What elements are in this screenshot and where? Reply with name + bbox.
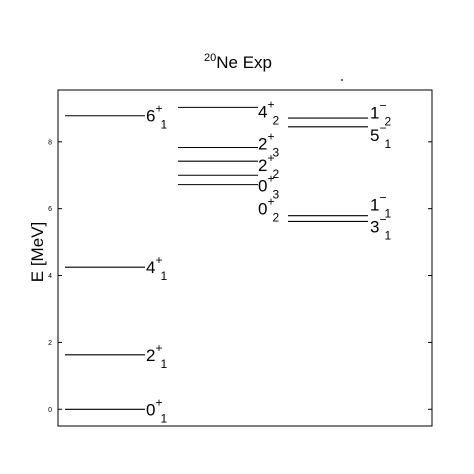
- level-parity: −: [379, 98, 386, 112]
- level-label: 0+3: [258, 171, 279, 201]
- level-label: 1−1: [370, 191, 391, 221]
- level-index: 2: [272, 114, 279, 128]
- level-parity: +: [267, 151, 274, 165]
- y-tick-label: 6: [48, 206, 52, 213]
- level-spin: 0: [258, 200, 267, 219]
- level-index: 1: [384, 137, 391, 151]
- level-label: 0+1: [146, 395, 167, 425]
- level-index: 2: [384, 114, 391, 128]
- level-parity: +: [267, 98, 274, 112]
- plot-frame: [57, 89, 433, 427]
- y-axis-label: E [MeV]: [28, 222, 47, 282]
- level-label: 0+2: [258, 195, 279, 225]
- chart-title: 20Ne Exp: [204, 52, 272, 72]
- level-index: 2: [272, 211, 279, 225]
- level-index: 1: [384, 229, 391, 243]
- level-label: 4+2: [258, 98, 279, 128]
- level-label: 3− 1: [370, 213, 391, 243]
- level-label: 5− 1: [370, 121, 391, 151]
- y-tick-label: 8: [48, 139, 52, 146]
- level-label: 1− 2: [370, 98, 391, 128]
- chart-title-superscript: 20: [204, 52, 216, 64]
- levels: [65, 106, 368, 410]
- level-label: 4+1: [146, 253, 167, 283]
- level-spin: 4: [258, 103, 267, 122]
- level-parity: +: [267, 129, 274, 143]
- level-spin: 5: [370, 126, 379, 145]
- level-labels: 0+12+14+16+14+22+32+20+30+21−25−11−13−1: [146, 98, 391, 426]
- level-parity: −: [379, 191, 386, 205]
- level-label: 6+1: [146, 102, 167, 132]
- level-spin: 0: [258, 176, 267, 195]
- level-index: 1: [160, 118, 167, 132]
- level-index: 1: [384, 207, 391, 221]
- level-parity: +: [155, 102, 162, 116]
- y-tick-label: 4: [48, 273, 52, 280]
- level-label: 2+1: [146, 341, 167, 371]
- level-index: 1: [160, 357, 167, 371]
- level-spin: 2: [258, 156, 267, 175]
- level-parity: +: [155, 253, 162, 267]
- level-spin: 1: [370, 196, 379, 215]
- y-tick-label: 2: [48, 340, 52, 347]
- level-index: 3: [272, 187, 279, 201]
- level-parity: +: [267, 195, 274, 209]
- level-parity: +: [155, 341, 162, 355]
- chart-title-text: Ne Exp: [216, 53, 272, 72]
- level-parity: +: [267, 171, 274, 185]
- level-label: 2+3: [258, 129, 279, 159]
- level-parity: −: [379, 213, 386, 227]
- level-label: 2+2: [258, 151, 279, 181]
- level-parity: +: [155, 395, 162, 409]
- level-spin: 2: [146, 346, 155, 365]
- stray-dot: [341, 79, 343, 81]
- level-spin: 3: [370, 218, 379, 237]
- level-spin: 0: [146, 400, 155, 419]
- y-tick-label: 0: [48, 407, 52, 414]
- level-index: 3: [272, 145, 279, 159]
- level-spin: 2: [258, 134, 267, 153]
- level-spin: 1: [370, 103, 379, 122]
- level-index: 2: [272, 167, 279, 181]
- level-spin: 4: [146, 258, 155, 277]
- titles: 20Ne Exp E [MeV]: [28, 52, 272, 282]
- level-parity: −: [379, 121, 386, 135]
- level-index: 1: [160, 411, 167, 425]
- level-index: 1: [160, 269, 167, 283]
- level-spin: 6: [146, 107, 155, 126]
